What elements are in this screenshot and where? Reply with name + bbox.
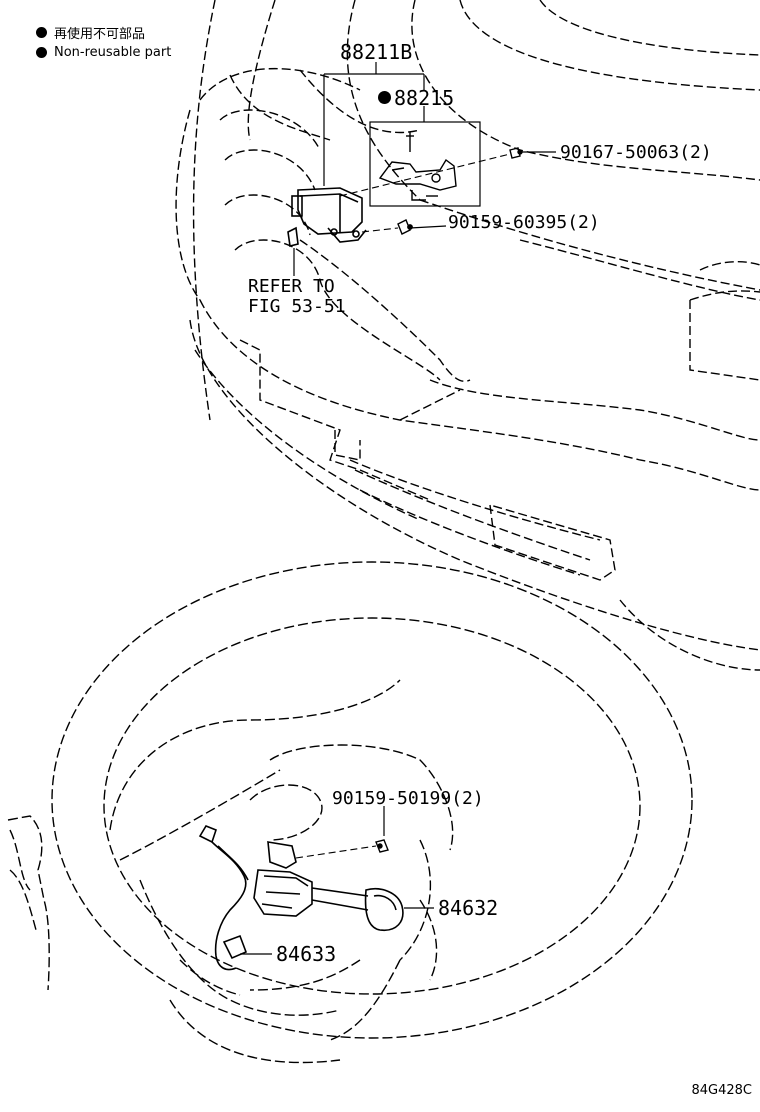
dashed-leaders-top <box>339 153 511 233</box>
legend-row-en: Non-reusable part <box>36 42 171 62</box>
part-label-90159-60395: 90159-60395(2) <box>448 212 600 233</box>
part-label-88215: 88215 <box>378 88 454 108</box>
bolt-90159-50199-icon <box>375 839 389 853</box>
part-label-88215-text: 88215 <box>394 86 455 110</box>
dashed-leader-bottom <box>295 845 377 859</box>
cruise-switch-assembly <box>253 841 404 931</box>
legend-row-jp: 再使用不可部品 <box>36 22 171 42</box>
refer-fig-label: FIG 53-51 <box>248 296 346 317</box>
part-label-84633: 84633 <box>276 942 337 966</box>
non-reusable-dot-icon <box>378 91 391 104</box>
sensor-bracket-inset <box>369 121 481 207</box>
sensor-assembly <box>287 187 367 247</box>
vehicle-front-outline <box>175 0 760 671</box>
leader-lines-top <box>293 62 556 276</box>
part-label-84632: 84632 <box>438 896 499 920</box>
part-label-90167-50063: 90167-50063(2) <box>560 142 712 163</box>
figure-code: 84G428C <box>691 1083 752 1098</box>
non-reusable-dot-icon <box>36 26 47 38</box>
part-label-88211b: 88211B <box>340 40 413 64</box>
wire-harness <box>198 825 249 971</box>
part-label-90159-50199: 90159-50199(2) <box>332 788 484 809</box>
bolt-90167-icon <box>509 147 523 159</box>
refer-to-label: REFER TO <box>248 276 335 297</box>
bolt-90159-60395-icon <box>397 219 413 235</box>
non-reusable-dot-icon <box>36 46 47 58</box>
leader-lines-bottom <box>240 806 434 955</box>
legend-en-label: Non-reusable part <box>54 44 172 60</box>
steering-wheel-outline <box>7 561 693 1064</box>
legend-jp-label: 再使用不可部品 <box>54 26 146 42</box>
legend: 再使用不可部品 Non-reusable part <box>36 22 171 62</box>
